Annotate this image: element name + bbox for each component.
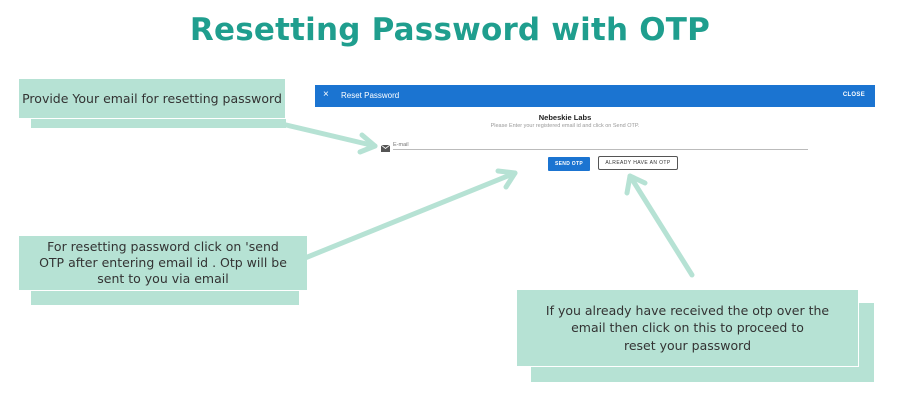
org-name: Nebeskie Labs [538,113,592,122]
close-button[interactable]: CLOSE [842,92,865,98]
callout-send-otp-text: For resetting password click on 'send OT… [18,235,308,291]
arrow-email [279,121,378,149]
arrow-have-otp [627,173,695,278]
email-field[interactable] [393,140,808,150]
close-icon[interactable]: × [323,89,329,100]
arrowhead-have-otp [624,173,648,196]
arrowhead-email [357,132,378,155]
dialog-hint: Please Enter your registered email id an… [490,123,640,129]
email-icon [380,139,391,157]
reset-password-dialog: × Reset Password CLOSE Nebeskie Labs Ple… [315,85,875,185]
arrowhead-send-otp [495,168,518,190]
dialog-header: × Reset Password CLOSE [315,85,875,107]
callout-have-otp-text: If you already have received the otp ove… [516,289,859,367]
dialog-title: Reset Password [341,91,400,100]
page-title: Resetting Password with OTP [189,12,711,48]
already-have-otp-button[interactable]: ALREADY HAVE AN OTP [598,156,678,170]
arrow-send-otp [302,170,518,261]
send-otp-button[interactable]: SEND OTP [548,157,590,171]
callout-email-text: Provide Your email for resetting passwor… [18,78,286,119]
